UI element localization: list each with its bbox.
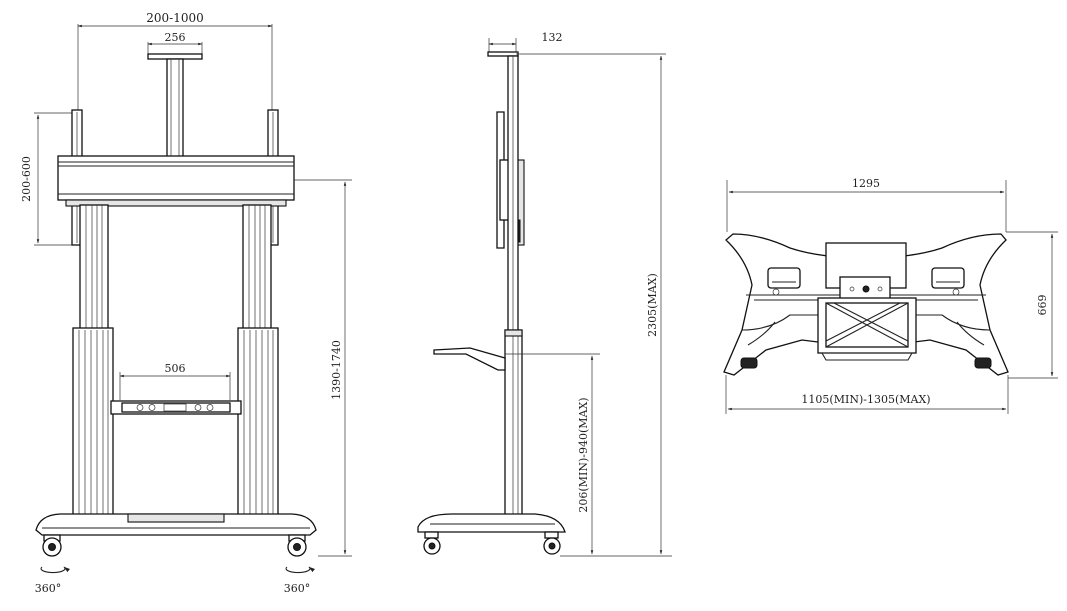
side-view: 132 206(MIN)-940(MAX) xyxy=(417,31,672,557)
dim-shelf-height: 206(MIN)-940(MAX) xyxy=(577,397,590,512)
dim-overall-width: 1295 xyxy=(852,177,880,190)
top-view: 1295 669 xyxy=(723,177,1058,414)
dim-total-height: 2305(MAX) xyxy=(646,273,659,337)
dim-top-depth: 669 xyxy=(1036,295,1049,316)
dim-width-range: 200-1000 xyxy=(146,11,204,25)
rotation-label-left: 360° xyxy=(35,582,62,595)
rotation-label-right: 360° xyxy=(284,582,311,595)
dim-depth: 132 xyxy=(542,31,563,44)
dim-top-width: 256 xyxy=(165,31,186,44)
dim-mount-height: 200-600 xyxy=(20,156,33,202)
dim-base-width: 1105(MIN)-1305(MAX) xyxy=(801,393,930,406)
dim-height-range: 1390-1740 xyxy=(330,340,343,400)
dim-shelf-width: 506 xyxy=(165,362,186,375)
front-view: 200-1000 256 200-600 xyxy=(20,11,352,595)
